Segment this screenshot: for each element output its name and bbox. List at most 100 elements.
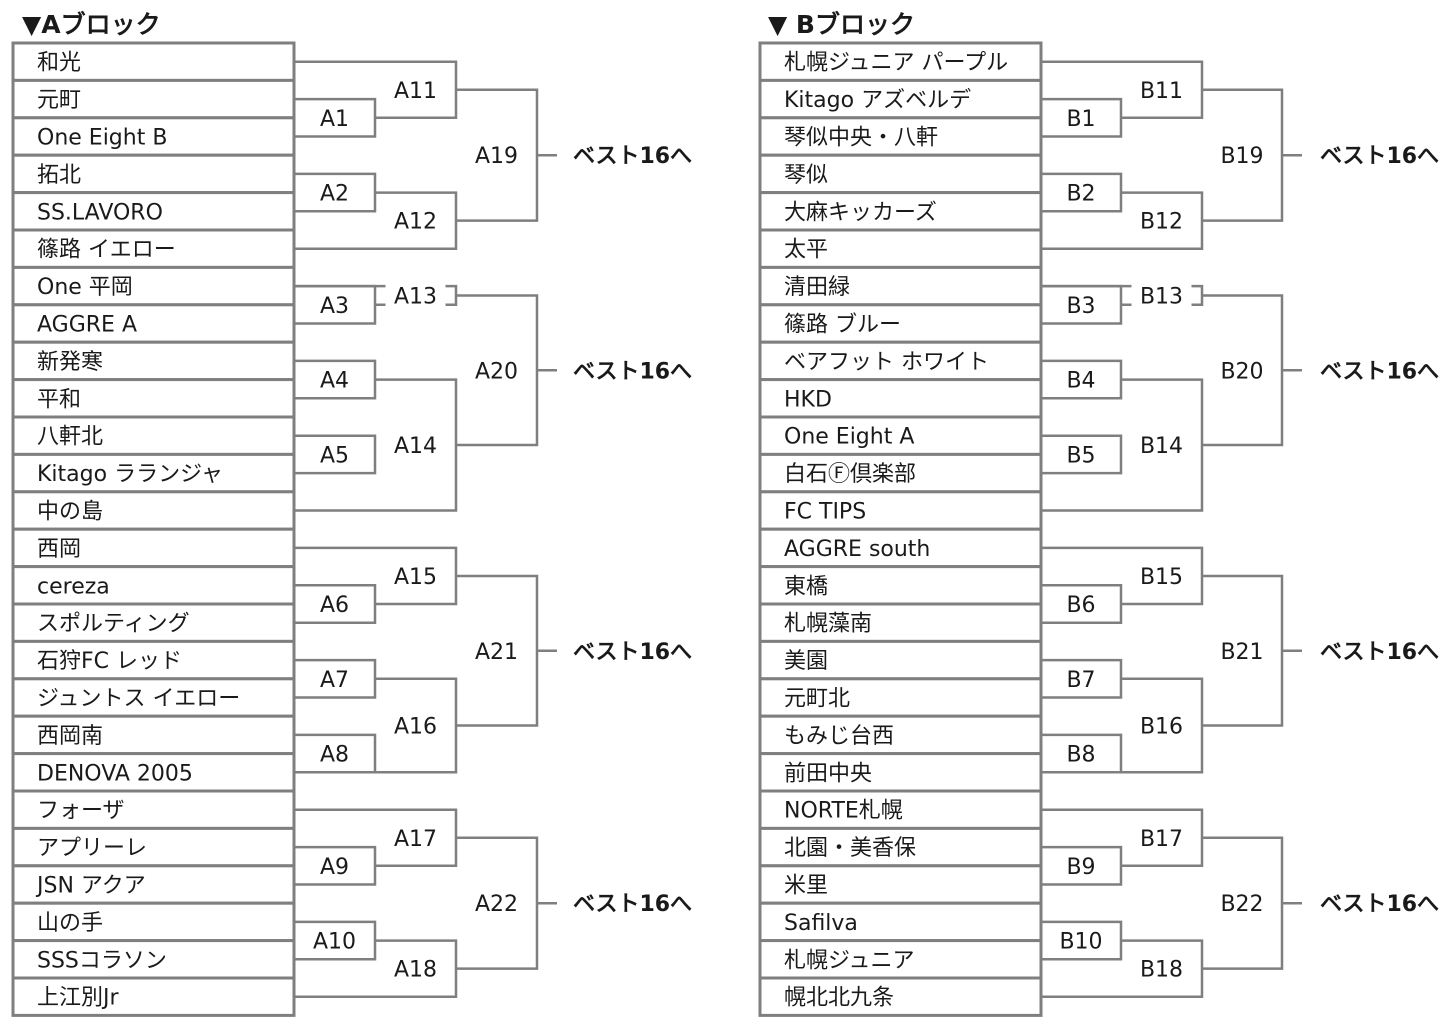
- team-cell: [11, 639, 296, 681]
- team-name: 前田中央: [784, 761, 872, 786]
- team-name: 拓北: [37, 163, 81, 188]
- team-name: ジュントス イエロー: [37, 687, 240, 712]
- match-label: B18: [1140, 958, 1183, 983]
- team-name: 札幌ジュニア: [784, 948, 914, 973]
- match-label: A7: [320, 668, 349, 693]
- match-label-bg: [1055, 178, 1107, 207]
- match-label-bg: [385, 711, 446, 740]
- team-name: 元町北: [784, 687, 850, 712]
- match-label: B16: [1140, 715, 1183, 740]
- team-name: フォーザ: [37, 799, 125, 824]
- team-cell: [11, 378, 296, 419]
- team-cell: [758, 303, 1043, 344]
- match-label: A3: [320, 294, 349, 319]
- match-label-bg: [308, 851, 361, 880]
- team-cell: [758, 153, 1043, 195]
- advance-label: ベスト16へ: [1320, 144, 1439, 169]
- team-name: One Eight A: [784, 425, 914, 450]
- team-name: Kitago ラランジャ: [37, 462, 223, 487]
- team-cell: [11, 303, 296, 344]
- team-name: 太平: [784, 238, 828, 263]
- match-label: A11: [394, 79, 437, 104]
- match-label-bg: [308, 290, 361, 319]
- match-label: A9: [320, 855, 349, 880]
- team-cell: [11, 452, 296, 494]
- team-name: 山の手: [37, 911, 103, 936]
- match-label-bg: [1055, 365, 1107, 394]
- match-label-bg: [1131, 75, 1192, 104]
- match-label-bg: [1131, 954, 1192, 983]
- match-label-bg: [385, 561, 446, 590]
- team-name: 白石Ⓕ倶楽部: [784, 462, 916, 487]
- team-cell: [758, 901, 1043, 943]
- match-label: A1: [320, 107, 349, 132]
- team-name: 幌北北九条: [784, 986, 894, 1011]
- team-name: 西岡南: [37, 724, 103, 749]
- match-label-bg: [466, 141, 527, 170]
- match-label-bg: [466, 636, 527, 665]
- team-name: 大麻キッカーズ: [784, 200, 937, 225]
- team-name: 西岡: [37, 537, 81, 562]
- team-cell: [758, 602, 1043, 643]
- team-name: 清田緑: [784, 275, 850, 300]
- team-name: 中の島: [37, 500, 103, 525]
- team-name: 北園・美香保: [784, 836, 916, 861]
- match-label-bg: [1055, 851, 1107, 880]
- team-name: 篠路 ブルー: [784, 313, 901, 338]
- match-label-bg: [466, 356, 527, 385]
- team-name: 札幌ジュニア パープル: [784, 51, 1008, 76]
- team-cell: [11, 527, 296, 569]
- match-label: B20: [1220, 359, 1263, 384]
- match-label-bg: [308, 739, 361, 768]
- team-name: 元町: [37, 88, 81, 113]
- team-name: 美園: [784, 649, 828, 674]
- team-cell: [758, 191, 1043, 232]
- team-name: SS.LAVORO: [37, 200, 163, 225]
- team-name: cereza: [37, 574, 110, 599]
- match-label-bg: [385, 75, 446, 104]
- match-label: B21: [1220, 640, 1263, 665]
- match-label: B13: [1140, 284, 1183, 309]
- team-name: Safilva: [784, 911, 858, 936]
- match-label: B1: [1066, 107, 1095, 132]
- advance-label: ベスト16へ: [573, 640, 692, 665]
- match-label: B7: [1066, 668, 1095, 693]
- team-name: AGGRE south: [784, 537, 930, 562]
- match-label: B4: [1066, 369, 1095, 394]
- team-name: FC TIPS: [784, 500, 866, 525]
- match-label-bg: [308, 590, 361, 618]
- advance-label: ベスト16へ: [1320, 892, 1439, 917]
- team-name: 石狩FC レッド: [37, 649, 182, 674]
- team-cell: [758, 714, 1043, 756]
- team-name: 東橋: [784, 574, 828, 599]
- team-name: アプリーレ: [37, 836, 147, 861]
- match-label: B9: [1066, 855, 1095, 880]
- match-label: A12: [394, 210, 437, 235]
- match-label: B8: [1066, 743, 1095, 768]
- team-cell: [11, 714, 296, 756]
- match-label-bg: [1055, 290, 1107, 319]
- match-label-bg: [385, 823, 446, 852]
- match-label-bg: [1131, 206, 1192, 235]
- team-name: NORTE札幌: [784, 799, 903, 824]
- match-label-bg: [385, 954, 446, 983]
- match-label: A10: [313, 930, 356, 955]
- team-name: 札幌藻南: [784, 612, 872, 637]
- match-line: [1041, 434, 1123, 475]
- team-name: 米里: [784, 874, 828, 899]
- match-label: A15: [394, 565, 437, 590]
- match-label: B2: [1066, 182, 1095, 207]
- team-name: Kitago アズベルデ: [784, 88, 971, 113]
- match-label-bg: [308, 440, 361, 469]
- match-label-bg: [385, 206, 446, 235]
- team-name: 新発寒: [37, 350, 103, 375]
- team-name: DENOVA 2005: [37, 761, 193, 786]
- match-label-bg: [1055, 926, 1107, 955]
- team-name: スポルティング: [37, 612, 190, 637]
- advance-label: ベスト16へ: [573, 892, 692, 917]
- match-line: [294, 434, 377, 475]
- team-name: 篠路 イエロー: [37, 238, 176, 263]
